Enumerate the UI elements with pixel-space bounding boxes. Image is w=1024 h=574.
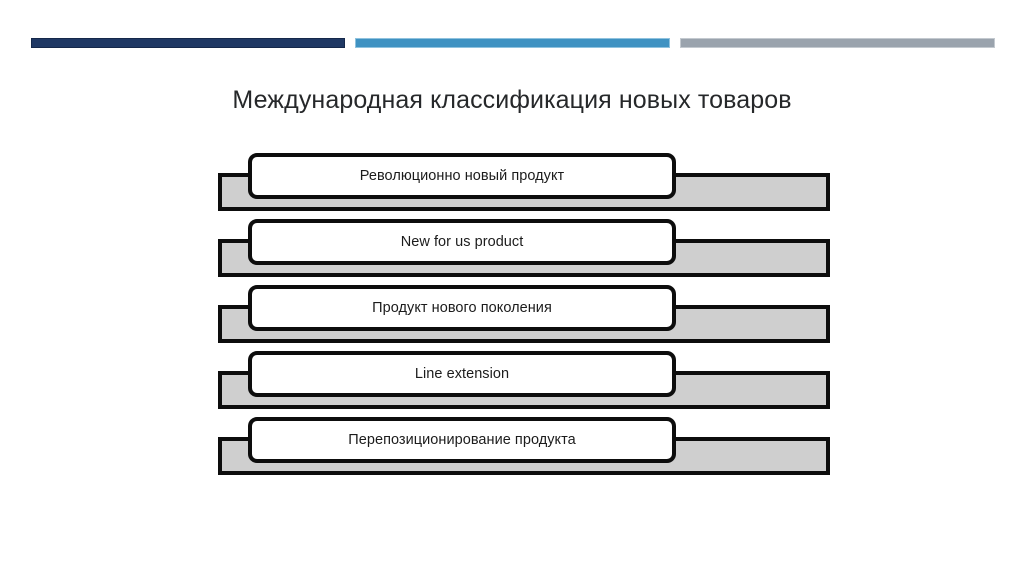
row-label-box-1[interactable]: Революционно новый продукт [248, 153, 676, 199]
page-title: Международная классификация новых товаро… [232, 86, 792, 114]
row-label-box-2[interactable]: New for us product [248, 219, 676, 265]
row-label-box-5[interactable]: Перепозиционирование продукта [248, 417, 676, 463]
diagram-row-5: Перепозиционирование продукта [0, 409, 1024, 475]
row-label-text-2: New for us product [400, 234, 524, 250]
classification-diagram: Революционно новый продукт New for us pr… [0, 145, 1024, 485]
diagram-row-1: Революционно новый продукт [0, 145, 1024, 211]
row-label-box-4[interactable]: Line extension [248, 351, 676, 397]
diagram-row-3: Продукт нового поколения [0, 277, 1024, 343]
row-label-text-3: Продукт нового поколения [372, 300, 552, 316]
accent-bar-group [0, 0, 1024, 60]
row-label-text-1: Революционно новый продукт [359, 168, 565, 184]
accent-bar-gray [680, 38, 995, 48]
diagram-row-4: Line extension [0, 343, 1024, 409]
row-label-box-3[interactable]: Продукт нового поколения [248, 285, 676, 331]
diagram-row-2: New for us product [0, 211, 1024, 277]
accent-bar-navy [31, 38, 345, 48]
row-label-text-5: Перепозиционирование продукта [348, 432, 576, 448]
accent-bar-blue [355, 38, 670, 48]
row-label-text-4: Line extension [414, 366, 510, 382]
